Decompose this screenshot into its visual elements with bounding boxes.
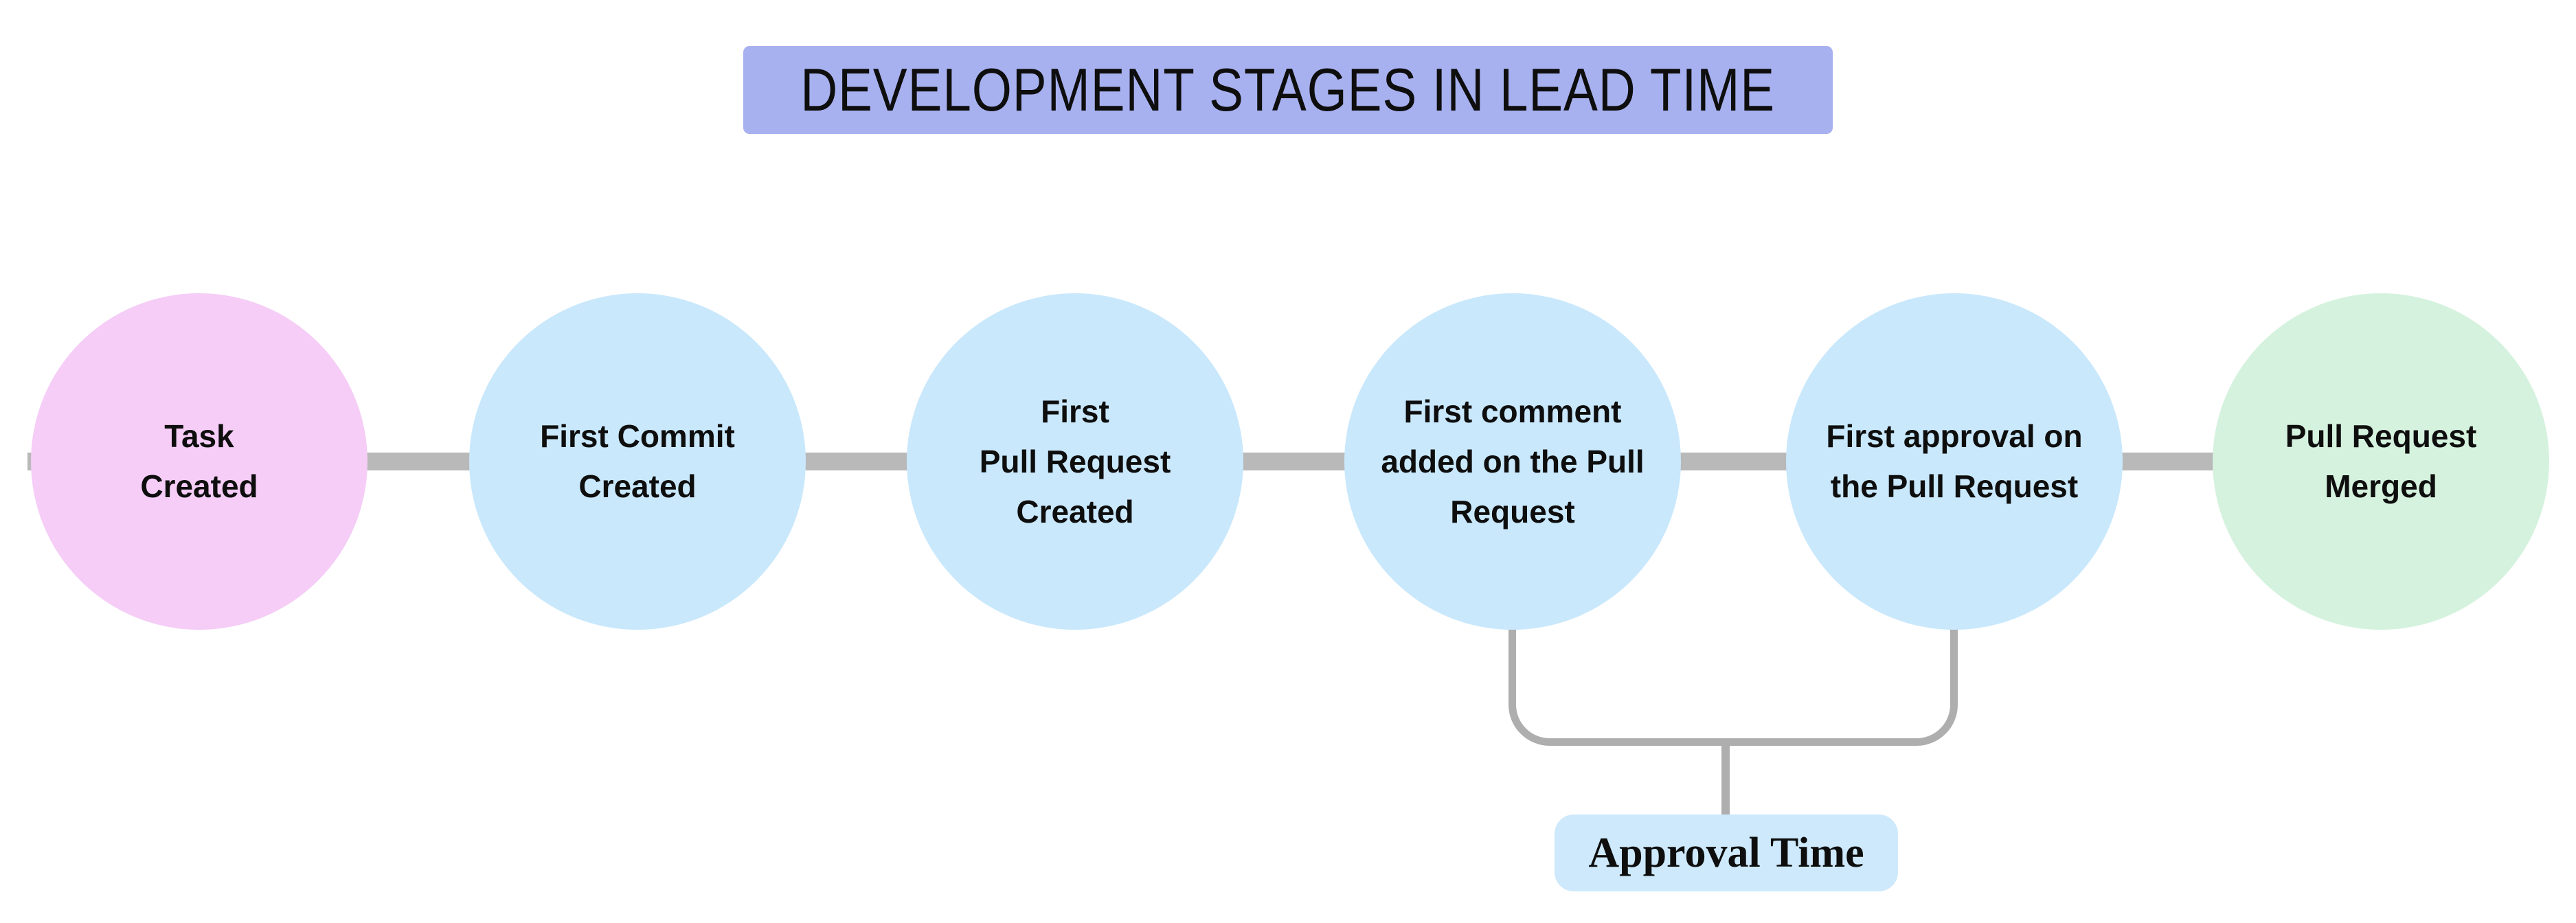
approval-time-label-box: Approval Time [1555,814,1898,891]
stage-node-first-comment-added: First comment added on the Pull Request [1344,293,1681,630]
stage-label-line: Created [1016,493,1134,529]
stage-label-line: Created [578,468,697,504]
approval-time-label: Approval Time [1588,829,1864,876]
stage-label-line: Pull Request [2285,418,2477,454]
stage-label-line: First comment [1403,393,1622,429]
stage-node-first-commit-created: First Commit Created [469,293,806,630]
approval-time-stem [1721,746,1730,814]
stage-node-first-approval: First approval on the Pull Request [1786,293,2123,630]
stage-node-first-pull-request-created: First Pull Request Created [907,293,1243,630]
stage-label-line: the Pull Request [1830,468,2079,504]
approval-time-bracket [1509,622,1958,746]
stage-node-task-created: Task Created [31,293,368,630]
stage-label-line: Request [1450,493,1575,529]
stage-label-line: Task [164,418,234,454]
stage-label-line: First [1041,393,1109,429]
stage-label-line: Pull Request [979,443,1171,479]
stage-label-line: Merged [2325,468,2437,504]
stage-label-line: First Commit [540,418,735,454]
diagram-title: DEVELOPMENT STAGES IN LEAD TIME [800,56,1776,124]
stage-label-line: Created [140,468,258,504]
stage-label-line: First approval on [1826,418,2083,454]
stage-label-line: added on the Pull [1381,443,1645,479]
stage-node-pull-request-merged: Pull Request Merged [2213,293,2549,630]
diagram-title-banner: DEVELOPMENT STAGES IN LEAD TIME [743,46,1833,134]
